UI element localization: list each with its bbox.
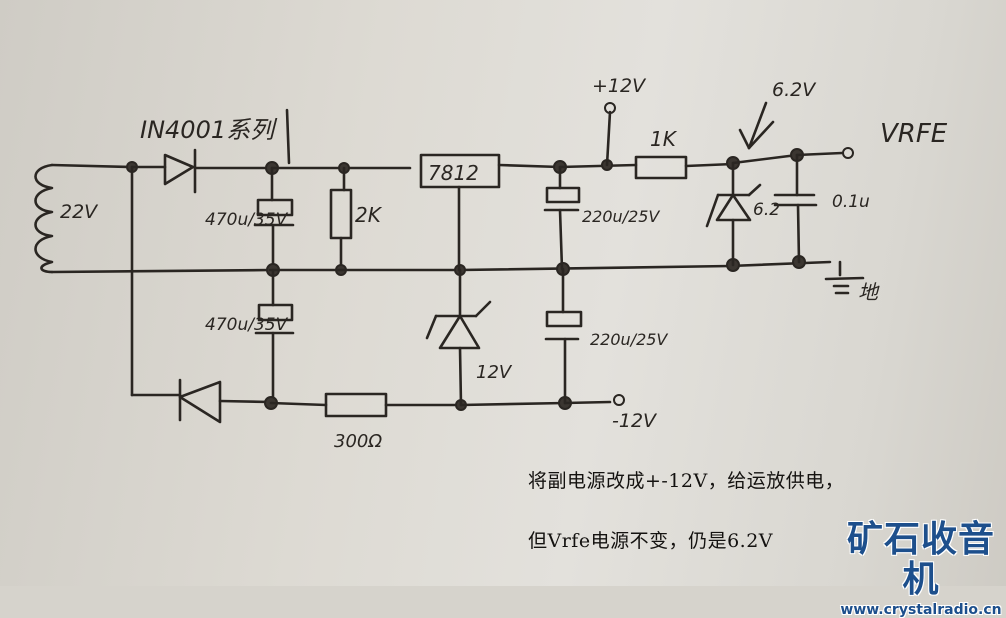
note-line-1: 将副电源改成+-12V，给运放供电， [528, 470, 845, 492]
zener-vrfe-arrow-label: 6.2V [772, 79, 817, 101]
ground-label: 地 [858, 280, 880, 304]
diode-d2 [178, 378, 272, 424]
diode-d1 [130, 148, 274, 194]
capacitor-c4 [544, 267, 583, 405]
regulator-7812 [419, 153, 562, 272]
regulator-label: 7812 [428, 161, 479, 185]
ground-symbol [824, 260, 865, 295]
minus-rail-label: -12V [612, 410, 658, 432]
resistor-2k [329, 166, 353, 272]
zener-vrfe-label: 6.2 [753, 200, 780, 220]
note-line-2: 但Vrfe电源不变，仍是6.2V [528, 530, 774, 552]
zener-diode-dz1 [425, 268, 492, 407]
output-label: VRFE [880, 119, 948, 149]
zener-neg-label: 12V [476, 362, 513, 383]
cap2-label: 470u/35V [205, 315, 289, 335]
capacitor-c1 [253, 166, 295, 272]
watermark-url: www.crystalradio.cn [840, 602, 1002, 618]
resistor-1k [634, 155, 735, 180]
zener-diode-dz2 [705, 161, 762, 267]
resistor-300-label: 300Ω [334, 431, 382, 452]
cap3-label: 220u/25V [582, 207, 660, 226]
minus12v-terminal [613, 394, 625, 406]
plus-rail-label: +12V [592, 75, 647, 97]
vrfe-terminal [842, 147, 854, 159]
transformer-voltage-label: 22V [60, 201, 99, 223]
resistor-300 [324, 392, 463, 418]
watermark: 矿石收音机 www.crystalradio.cn [836, 520, 1006, 618]
arrow-icon [738, 101, 775, 150]
cap1-label: 470u/35V [205, 210, 289, 230]
circuit-schematic: 22V IN4001系列 470u/35V 2K [34, 75, 948, 452]
resistor-2k-label: 2K [355, 203, 383, 227]
watermark-title: 矿石收音机 [846, 519, 995, 600]
resistor-1k-label: 1K [650, 127, 678, 151]
capacitor-c2 [254, 268, 295, 405]
diode-part-label: IN4001系列 [140, 116, 278, 144]
transformer-coil [34, 163, 272, 274]
capacitor-c5 [773, 153, 818, 264]
capacitor-c3 [543, 165, 581, 271]
cap-small-label: 0.1u [832, 192, 870, 212]
cap4-label: 220u/25V [590, 330, 668, 349]
plus12v-terminal [604, 102, 616, 114]
